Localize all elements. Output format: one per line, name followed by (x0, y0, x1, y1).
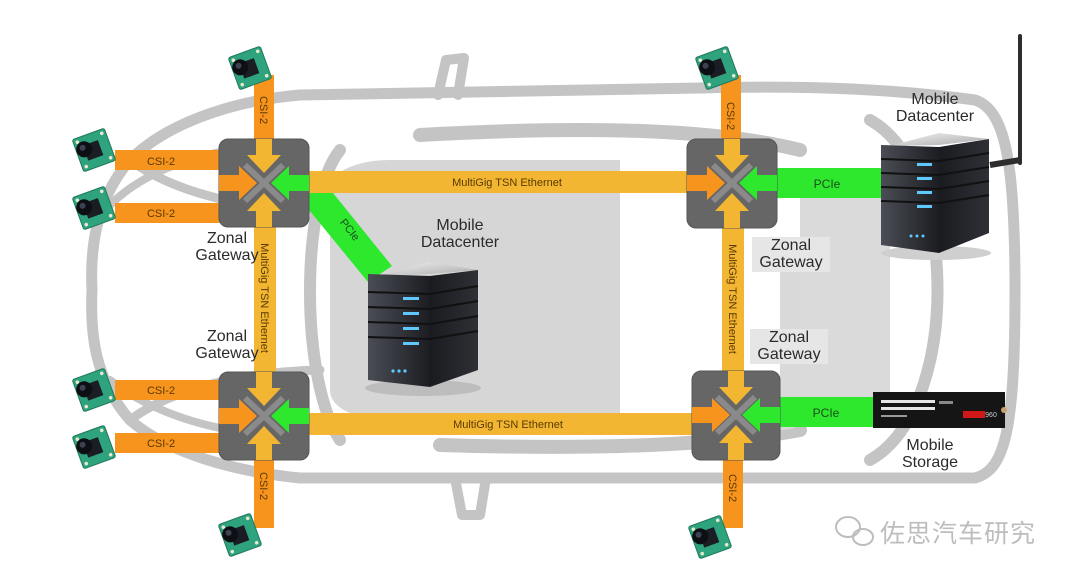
label-line: Zonal (206, 328, 248, 345)
csi-link-left-bottom: CSI-2 (115, 433, 223, 453)
label-line: Mobile (436, 217, 484, 234)
ethernet-link-left: MultiGig TSN Ethernet (254, 222, 276, 374)
crossbar-switch-icon (687, 139, 777, 228)
datacenter-label-right: Mobile Datacenter (885, 91, 985, 126)
label-line: Zonal (206, 230, 248, 247)
label-line: Mobile (906, 437, 954, 454)
label-line: Datacenter (895, 108, 975, 126)
csi-label: CSI-2 (257, 472, 269, 500)
pcie-link-top-right: PCIe (775, 168, 885, 198)
csi-link-top-right: CSI-2 (721, 75, 741, 143)
right-seat-fill (800, 190, 890, 420)
csi-label: CSI-2 (147, 438, 175, 450)
csi-label: CSI-2 (147, 208, 175, 220)
storage-label: Mobile Storage (890, 437, 970, 472)
ethernet-label-left: MultiGig TSN Ethernet (258, 243, 270, 353)
csi-label: CSI-2 (147, 156, 175, 168)
gateway-label-rear-right: Zonal Gateway (750, 329, 828, 364)
label-line: Zonal (770, 237, 812, 254)
nvme-ssd-icon: 960 (873, 392, 1007, 428)
ethernet-link-bottom: MultiGig TSN Ethernet (300, 413, 698, 435)
csi-link-bottom-left: CSI-2 (254, 456, 274, 528)
ethernet-link-top: MultiGig TSN Ethernet (300, 171, 692, 193)
zonal-gateway-rear-right[interactable] (691, 370, 781, 461)
antenna-icon (989, 34, 1022, 168)
crossbar-switch-icon (692, 371, 780, 460)
csi-label: CSI-2 (257, 96, 269, 124)
csi-link-bottom-right: CSI-2 (723, 456, 743, 528)
datacenter-label-center: Mobile Datacenter (410, 217, 510, 252)
ethernet-link-right: MultiGig TSN Ethernet (722, 224, 744, 374)
csi-link-top-left: CSI-2 (254, 75, 274, 143)
gateway-label-front-right: Zonal Gateway (752, 237, 830, 272)
camera-module-icon (71, 367, 117, 413)
gateway-label-rear-left: Zonal Gateway (192, 328, 262, 363)
label-line: Zonal (768, 329, 810, 346)
csi-link-left-top: CSI-2 (115, 150, 223, 170)
server-tower-icon-right (880, 133, 991, 260)
label-line: Gateway (757, 346, 821, 364)
mirror-bottom (450, 473, 491, 520)
pcie-link-bottom-right: PCIe (778, 397, 874, 427)
server-tower-icon-center (365, 262, 481, 396)
ssd-marking: 960 (985, 412, 997, 419)
ethernet-label-right: MultiGig TSN Ethernet (726, 244, 738, 354)
camera-module-icon (71, 424, 117, 470)
ethernet-label-bottom: MultiGig TSN Ethernet (453, 419, 563, 431)
crossbar-switch-icon (219, 372, 309, 460)
zonal-gateway-front-right[interactable] (686, 138, 778, 229)
ethernet-label-top: MultiGig TSN Ethernet (452, 177, 562, 189)
mirror-top (433, 53, 469, 100)
zonal-gateway-front-left[interactable] (218, 138, 310, 228)
label-line: Storage (901, 454, 959, 472)
crossbar-switch-icon (219, 139, 309, 227)
label-line: Mobile (911, 91, 959, 108)
label-line: Datacenter (420, 234, 500, 252)
csi-link-left-mid: CSI-2 (115, 203, 223, 223)
zonal-gateway-rear-left[interactable] (218, 371, 310, 461)
pcie-label-top-right: PCIe (814, 177, 841, 191)
watermark: 佐思汽车研究 (880, 519, 1037, 548)
label-line: Gateway (759, 254, 823, 272)
camera-module-icon (71, 127, 117, 173)
csi-label: CSI-2 (726, 474, 738, 502)
label-line: Gateway (195, 345, 259, 363)
car-body-outline (86, 81, 1021, 484)
csi-label: CSI-2 (724, 102, 736, 130)
pcie-label-bottom-right: PCIe (813, 406, 840, 420)
wechat-icon (835, 516, 874, 546)
csi-link-left-lower: CSI-2 (115, 380, 223, 400)
label-line: Gateway (195, 247, 259, 265)
csi-label: CSI-2 (147, 385, 175, 397)
gateway-label-front-left: Zonal Gateway (192, 230, 262, 265)
